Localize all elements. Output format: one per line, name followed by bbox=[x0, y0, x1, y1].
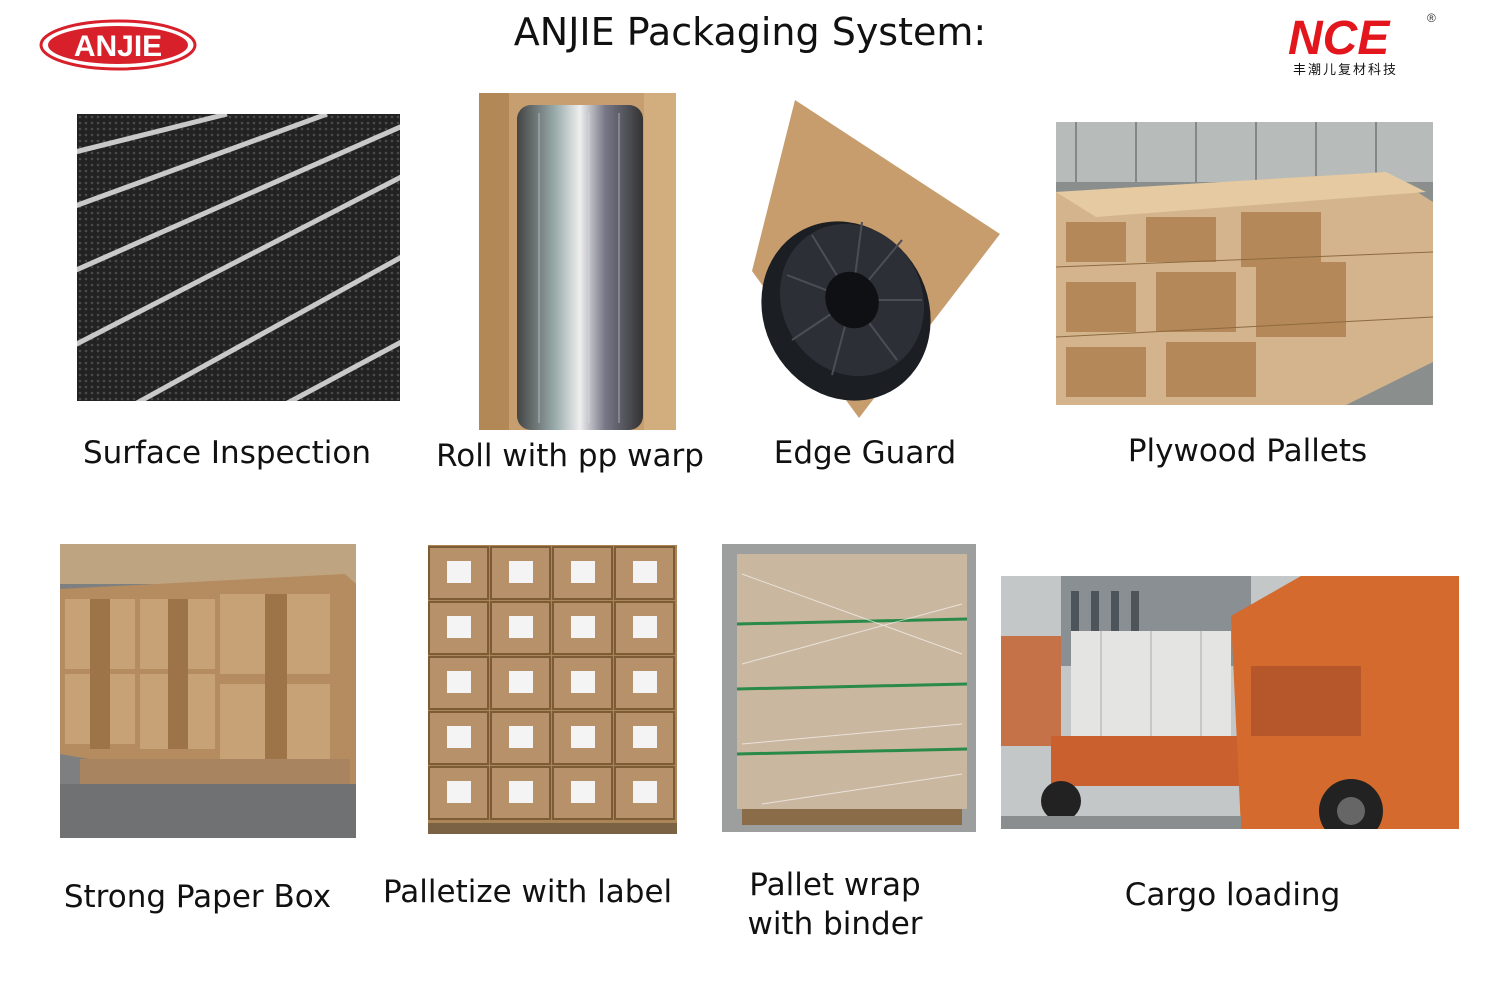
palletize-label-photo bbox=[428, 545, 677, 834]
caption-surface-inspection: Surface Inspection bbox=[82, 435, 372, 471]
carton-label bbox=[633, 726, 657, 748]
caption-palletize-label: Palletize with label bbox=[383, 874, 673, 910]
anjie-logo: ANJIE bbox=[38, 18, 198, 72]
strong-paper-box-photo bbox=[60, 544, 356, 838]
carton-label bbox=[571, 781, 595, 803]
caption-pallet-wrap-line1: Pallet wrap bbox=[749, 867, 921, 903]
nce-logo-text: NCE bbox=[1288, 12, 1391, 65]
carton-label bbox=[633, 616, 657, 638]
nce-subtitle: 丰潮儿复材科技 bbox=[1293, 63, 1398, 78]
carton-label bbox=[447, 726, 471, 748]
surface-inspection-photo bbox=[77, 114, 400, 401]
caption-strong-paper-box: Strong Paper Box bbox=[63, 879, 332, 915]
nce-logo: NCE ® 丰潮儿复材科技 bbox=[1285, 8, 1445, 83]
cargo-loading-photo bbox=[1001, 576, 1459, 829]
carton-label bbox=[571, 561, 595, 583]
carton-box bbox=[552, 766, 613, 820]
carton-label bbox=[633, 781, 657, 803]
page-title: ANJIE Packaging System: bbox=[513, 10, 987, 54]
plywood-pallets-photo bbox=[1056, 122, 1433, 405]
carton-label bbox=[447, 781, 471, 803]
nce-registered-mark: ® bbox=[1427, 11, 1436, 25]
carton-label bbox=[633, 561, 657, 583]
carton-label bbox=[633, 671, 657, 693]
carton-label bbox=[509, 726, 533, 748]
carton-label bbox=[509, 781, 533, 803]
carton-box bbox=[428, 656, 489, 710]
carton-box bbox=[428, 711, 489, 765]
carton-label bbox=[447, 616, 471, 638]
carton-label bbox=[571, 726, 595, 748]
carton-label bbox=[509, 616, 533, 638]
carton-label bbox=[509, 561, 533, 583]
caption-pallet-wrap-line2: with binder bbox=[747, 905, 923, 942]
anjie-logo-text: ANJIE bbox=[74, 30, 162, 63]
carton-label bbox=[447, 561, 471, 583]
caption-plywood-pallets: Plywood Pallets bbox=[1127, 433, 1368, 469]
carton-label bbox=[447, 671, 471, 693]
carton-label bbox=[509, 671, 533, 693]
pallet-wrap-photo bbox=[722, 544, 976, 832]
caption-cargo-loading: Cargo loading bbox=[1124, 877, 1341, 913]
carton-label bbox=[571, 616, 595, 638]
caption-pallet-wrap: Pallet wrap with binder bbox=[735, 866, 935, 944]
caption-edge-guard: Edge Guard bbox=[773, 435, 957, 471]
edge-guard-photo bbox=[752, 100, 1000, 418]
caption-roll-pp-wrap: Roll with pp warp bbox=[436, 438, 704, 474]
carton-label bbox=[571, 671, 595, 693]
roll-pp-wrap-photo bbox=[479, 93, 676, 430]
